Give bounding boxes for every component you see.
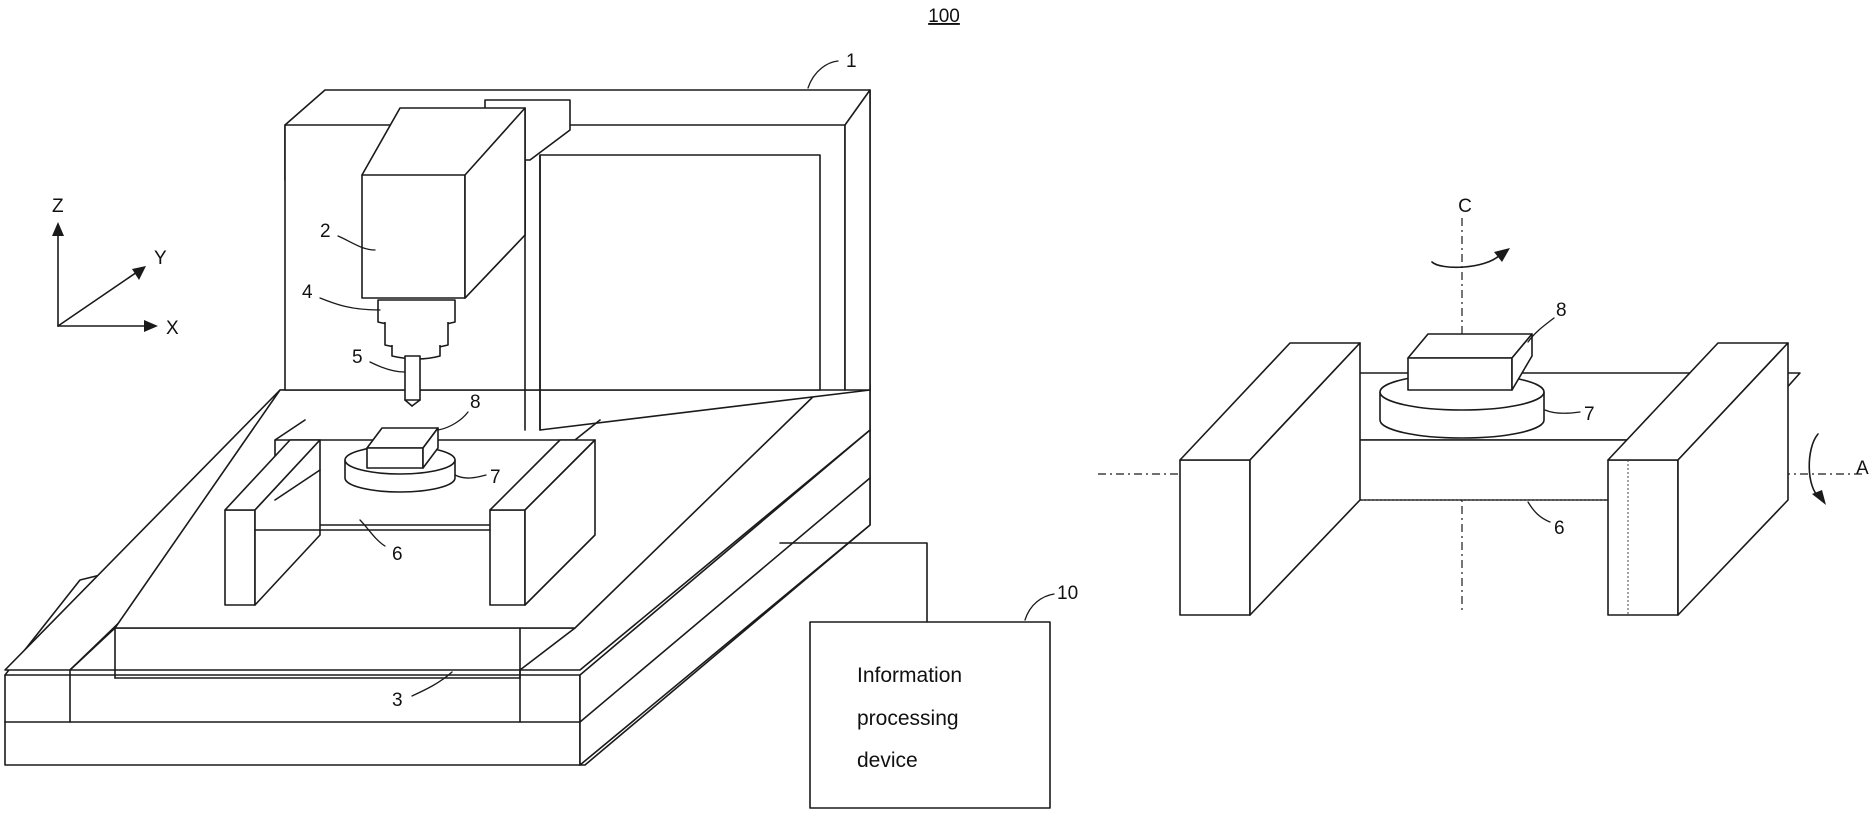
c-rotation-arrow: [1432, 255, 1500, 267]
a-axis-label: A: [1856, 458, 1869, 479]
label-tool: 5: [352, 347, 363, 368]
z-arrowhead: [52, 222, 64, 236]
y-arrowhead: [132, 266, 146, 280]
coordinate-axes: Z Y X: [52, 196, 179, 339]
label-spindle-head: 2: [320, 221, 331, 242]
c-axis-label: C: [1458, 196, 1472, 217]
device-text-line-1: Information: [857, 664, 962, 687]
information-processing-device: Information processing device 10: [780, 543, 1078, 808]
machine-tool-left: 1 2 4 5 8 7 6 3: [5, 51, 870, 765]
device-text-line-2: processing: [857, 707, 959, 730]
label-base: 3: [392, 690, 403, 711]
trunnion-detail-right: C A 8 7 6: [1098, 196, 1869, 615]
device-text-line-3: device: [857, 749, 918, 772]
workpiece: [367, 428, 438, 468]
x-arrowhead: [144, 320, 158, 332]
y-axis-label: Y: [154, 248, 167, 269]
label-frame: 1: [846, 51, 857, 72]
label-device: 10: [1057, 583, 1078, 604]
a-rotation-arrow: [1809, 434, 1820, 498]
label-workpiece: 8: [470, 392, 481, 413]
label-rotary-table-right: 7: [1584, 404, 1595, 425]
c-arrowhead: [1494, 248, 1510, 262]
label-spindle: 4: [302, 282, 313, 303]
tool: [405, 356, 420, 406]
x-axis-label: X: [166, 318, 179, 339]
figure-number: 100: [928, 6, 960, 27]
label-trunnion: 6: [392, 544, 403, 565]
label-workpiece-right: 8: [1556, 300, 1567, 321]
z-axis-label: Z: [52, 196, 64, 217]
label-rotary-table: 7: [490, 467, 501, 488]
label-trunnion-right: 6: [1554, 518, 1565, 539]
